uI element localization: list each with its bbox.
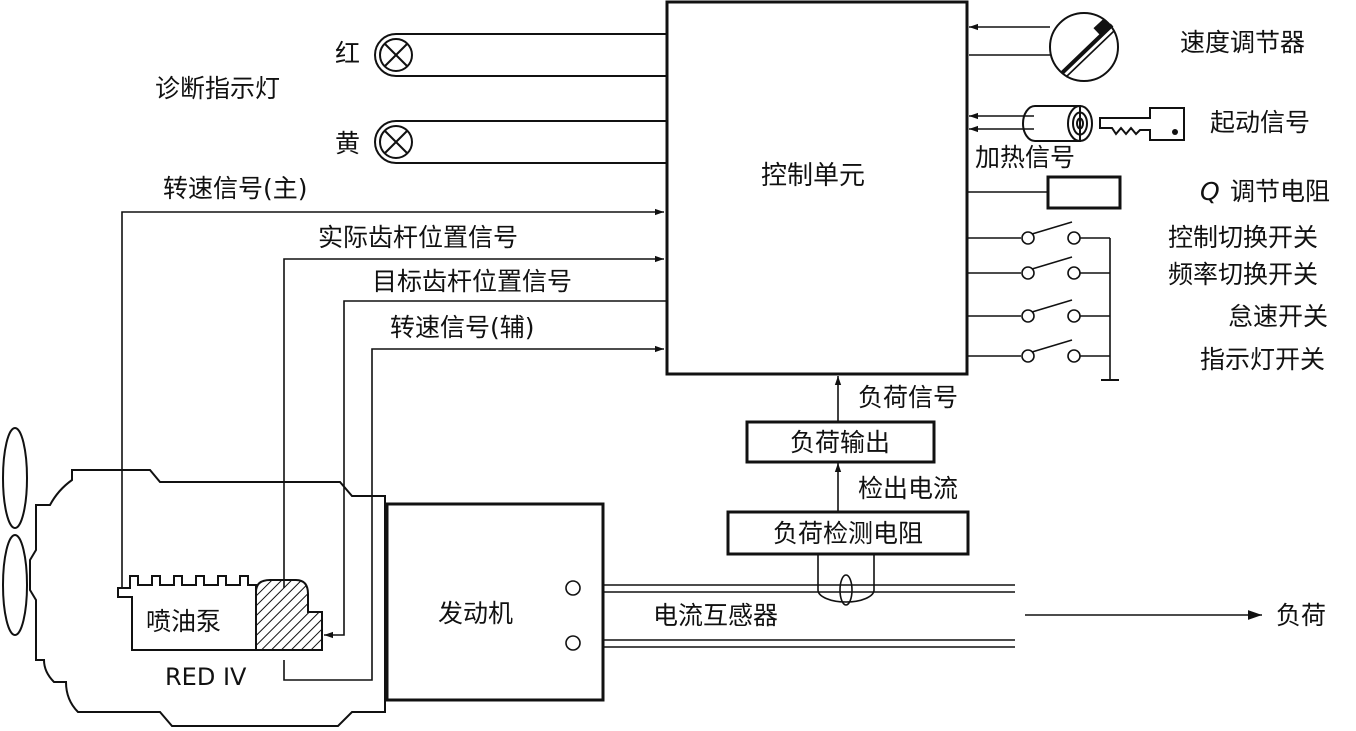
yellow-lamp-icon	[379, 125, 413, 159]
load-chain: 负荷信号 负荷输出 检出电流 负荷检测电阻 电流互感器 负荷	[580, 376, 1326, 648]
q-resistor-icon	[1046, 175, 1122, 210]
load-label: 负荷	[1276, 601, 1326, 630]
switch-label-0: 控制切换开关	[1168, 223, 1318, 252]
speed-regulator-label: 速度调节器	[1180, 28, 1305, 57]
right-inputs: 速度调节器 起动信号 加热信号 Q 调节电阻 控制切换开关	[967, 12, 1330, 381]
target-rack-line	[324, 300, 667, 639]
speed-aux-line	[283, 345, 664, 681]
actual-rack-label: 实际齿杆位置信号	[318, 223, 518, 252]
load-detect-resistor-box	[726, 510, 970, 556]
indicator-yellow-label: 黄	[335, 129, 360, 158]
switch-label-1: 频率切换开关	[1168, 260, 1318, 289]
key-icon	[1099, 107, 1185, 141]
engine-terminal-2	[565, 635, 581, 651]
fuel-pump-body	[117, 575, 257, 651]
speed-aux-label: 转速信号(辅)	[390, 313, 535, 342]
speed-main-label: 转速信号(主)	[163, 174, 308, 203]
indicator-title: 诊断指示灯	[155, 74, 280, 103]
yellow-lamp-wire	[374, 120, 668, 164]
speed-regulator-icon	[1049, 12, 1119, 82]
fuel-pump-label: 喷油泵	[146, 607, 221, 636]
detect-current-label: 检出电流	[858, 474, 958, 503]
control-unit-label: 控制单元	[761, 161, 865, 191]
switch-label-3: 指示灯开关	[1200, 345, 1325, 374]
q-resistor-label: 调节电阻	[1230, 177, 1330, 206]
diagnostic-indicators: 诊断指示灯 红 黄	[155, 33, 668, 164]
engine-box	[385, 502, 605, 702]
q-symbol: Q	[1200, 177, 1220, 206]
model-label: RED IV	[165, 663, 247, 691]
ignition-switch-icon	[1022, 105, 1093, 142]
heating-signal-label: 加热信号	[975, 143, 1075, 172]
actual-rack-line	[283, 255, 664, 588]
actuator-icon	[255, 579, 323, 651]
engine-assembly: 发动机 喷油泵 RED IV	[2, 427, 605, 727]
signal-lines: 转速信号(主) 实际齿杆位置信号 目标齿杆位置信号 转速信号(辅)	[121, 174, 667, 681]
load-output-box	[745, 420, 936, 464]
current-transformer-icon	[817, 555, 875, 606]
switch-group	[967, 221, 1119, 381]
engine-block-outline	[29, 469, 386, 727]
indicator-red-label: 红	[335, 39, 360, 68]
engine-label: 发动机	[438, 599, 513, 628]
current-transformer-label: 电流互感器	[653, 601, 778, 630]
load-detect-resistor-label: 负荷检测电阻	[773, 519, 923, 548]
control-unit: 控制单元	[665, 0, 969, 376]
fan-icon	[2, 427, 28, 636]
switch-label-2: 怠速开关	[1228, 302, 1328, 331]
speed-main-line	[121, 208, 664, 588]
start-signal-label: 起动信号	[1210, 108, 1310, 137]
target-rack-label: 目标齿杆位置信号	[372, 267, 572, 296]
engine-terminal-1	[565, 580, 581, 596]
load-output-label: 负荷输出	[790, 428, 890, 457]
red-lamp-icon	[379, 38, 413, 72]
load-signal-label: 负荷信号	[858, 383, 958, 412]
red-lamp-wire	[374, 33, 668, 77]
